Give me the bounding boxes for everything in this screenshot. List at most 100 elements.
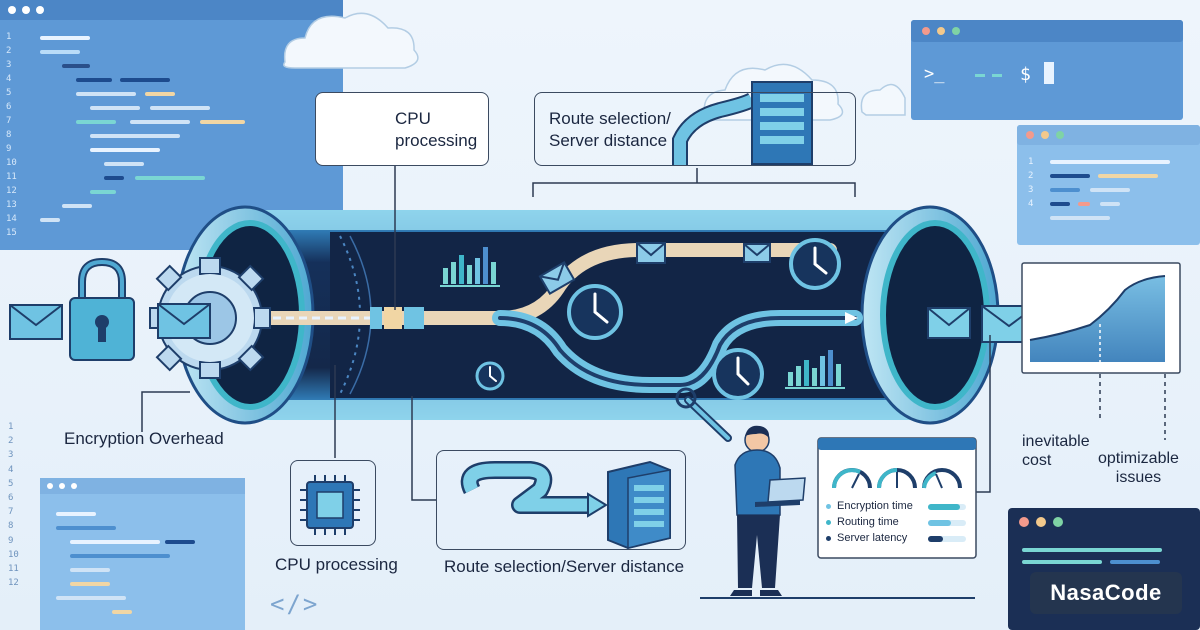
- gauge-icon: [877, 468, 917, 489]
- window-dot: [36, 6, 44, 14]
- line-number: 8: [8, 521, 14, 532]
- cpu-processing-callout-bottom: [290, 460, 376, 546]
- window-dot: [922, 27, 930, 35]
- line-number: 2: [1028, 171, 1034, 181]
- window-dot: [47, 483, 53, 489]
- line-number: 14: [6, 214, 17, 224]
- road-icon: [672, 92, 756, 165]
- packet-segment: [404, 307, 424, 329]
- line-number: 11: [8, 564, 19, 575]
- window-dot: [952, 27, 960, 35]
- line-number: 12: [8, 578, 19, 589]
- dashboard-row: Routing time: [826, 516, 968, 530]
- window-dot: [22, 6, 30, 14]
- status-dot: [826, 504, 831, 509]
- bar-chart-icon: [785, 350, 845, 389]
- code-editor-window-left: [0, 0, 343, 250]
- route-selection-callout-bottom: [436, 450, 686, 550]
- progress-fill: [928, 536, 944, 542]
- line-number: 4: [8, 464, 14, 475]
- line-number: 3: [6, 60, 12, 70]
- cpu-chip-icon: [300, 475, 360, 535]
- status-dot: [826, 536, 831, 541]
- line-number: 12: [6, 186, 17, 196]
- window-dot: [1036, 517, 1046, 527]
- route-selection-label-bottom: Route selection/Server distance: [444, 557, 685, 576]
- packet-segment: [370, 307, 382, 329]
- envelope-icon: [743, 243, 771, 263]
- terminal-prompt: >_: [924, 64, 945, 84]
- progress-track: [928, 536, 966, 542]
- line-number: 2: [8, 436, 14, 447]
- cloud-icon: [860, 83, 906, 116]
- line-number: 7: [6, 116, 12, 126]
- line-number: 5: [6, 88, 12, 98]
- envelope-icon: [9, 304, 63, 340]
- progress-fill: [928, 520, 951, 526]
- code-editor-window-right: [1017, 125, 1200, 245]
- line-number: 4: [1028, 199, 1034, 209]
- clock-icon: [567, 284, 623, 340]
- encryption-overhead-label: Encryption Overhead: [64, 429, 224, 448]
- window-dot: [937, 27, 945, 35]
- progress-fill: [928, 504, 961, 510]
- cloud-icon: [283, 12, 419, 69]
- line-number: 10: [8, 549, 19, 560]
- envelope-icon: [157, 303, 211, 339]
- window-dot: [1053, 517, 1063, 527]
- window-dot: [1041, 131, 1049, 139]
- line-number: 5: [8, 478, 14, 489]
- window-dot: [71, 483, 77, 489]
- line-number: 11: [6, 172, 17, 182]
- window-dot: [8, 6, 16, 14]
- line-number: 6: [8, 493, 14, 504]
- dashboard-item-label: Routing time: [837, 516, 899, 528]
- line-number: 1: [6, 32, 12, 42]
- line-number: 3: [1028, 185, 1034, 195]
- line-numbers-right: 1 2 3 4: [1028, 155, 1042, 211]
- line-number: 4: [6, 74, 12, 84]
- envelope-icon: [538, 260, 576, 296]
- line-number: 10: [6, 158, 17, 168]
- line-number: 1: [1028, 157, 1034, 167]
- server-building-icon: [751, 81, 813, 165]
- line-number: 3: [8, 450, 14, 461]
- progress-track: [928, 504, 966, 510]
- window-dot: [1056, 131, 1064, 139]
- cpu-processing-label-bottom: CPU processing: [275, 555, 398, 574]
- line-number: 15: [6, 228, 17, 238]
- dashboard-item-label: Server latency: [837, 532, 908, 544]
- inevitable-cost-label: inevitable cost: [1022, 433, 1090, 469]
- gauge-icon: [832, 468, 872, 489]
- code-editor-window-bottom-left: [40, 478, 245, 630]
- cpu-processing-callout-top: [315, 92, 489, 166]
- window-dot: [1026, 131, 1034, 139]
- line-number: 9: [6, 144, 12, 154]
- envelope-icon: [927, 307, 971, 339]
- area-chart: [1021, 262, 1181, 374]
- padlock-icon: [69, 257, 135, 361]
- line-number: 8: [6, 130, 12, 140]
- window-dot: [59, 483, 65, 489]
- line-number: 1: [8, 422, 14, 432]
- code-brackets-icon: </>: [270, 590, 320, 618]
- route-selection-label-top: Route selection/ Server distance: [549, 109, 671, 150]
- dashboard-row: Encryption time: [826, 500, 968, 514]
- cpu-processing-label-top: CPU processing: [395, 109, 478, 150]
- gauge-icon: [922, 468, 962, 489]
- progress-track: [928, 520, 966, 526]
- clock-icon: [475, 361, 505, 391]
- line-number: 6: [6, 102, 12, 112]
- latency-dashboard: [817, 437, 977, 559]
- terminal-dollar: $: [1020, 64, 1031, 85]
- route-selection-callout-top: [534, 92, 856, 166]
- brand-watermark: NasaCode: [1030, 572, 1182, 614]
- clock-icon: [712, 348, 764, 400]
- line-number: 9: [8, 535, 14, 546]
- wrench-icon: [675, 387, 732, 442]
- status-dot: [826, 520, 831, 525]
- window-dot: [1019, 517, 1029, 527]
